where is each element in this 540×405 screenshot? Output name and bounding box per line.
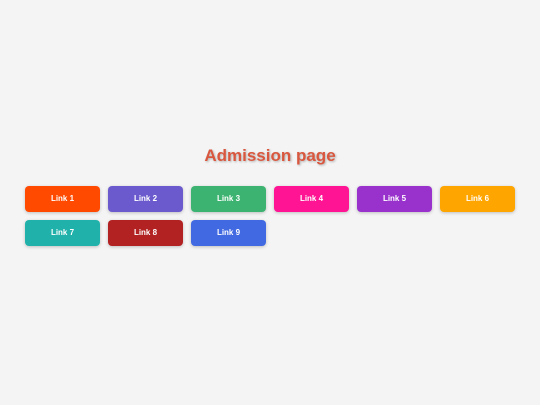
link-4-button[interactable]: Link 4 <box>274 186 349 212</box>
link-7-button[interactable]: Link 7 <box>25 220 100 246</box>
links-grid: Link 1 Link 2 Link 3 Link 4 Link 5 Link … <box>25 186 520 246</box>
link-5-button[interactable]: Link 5 <box>357 186 432 212</box>
page-title: Admission page <box>204 146 336 165</box>
link-3-button[interactable]: Link 3 <box>191 186 266 212</box>
link-8-button[interactable]: Link 8 <box>108 220 183 246</box>
link-6-button[interactable]: Link 6 <box>440 186 515 212</box>
link-9-button[interactable]: Link 9 <box>191 220 266 246</box>
link-1-button[interactable]: Link 1 <box>25 186 100 212</box>
link-2-button[interactable]: Link 2 <box>108 186 183 212</box>
